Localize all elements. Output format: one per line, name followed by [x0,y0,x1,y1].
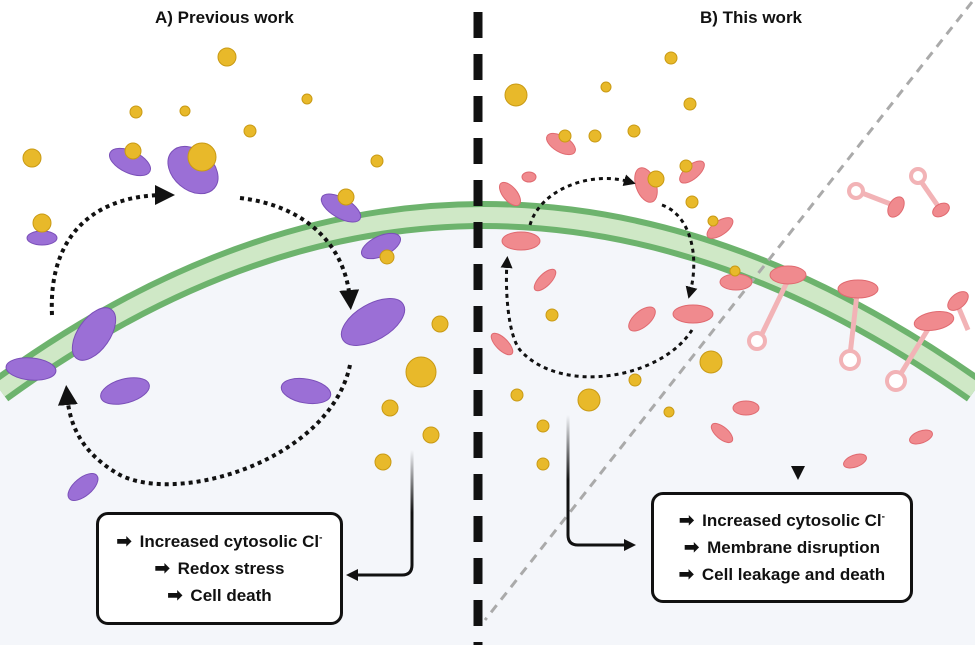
left-panel-title: A) Previous work [155,8,294,27]
anchored-carrier [885,310,955,392]
chloride-ion [536,419,550,433]
right-result-connector [566,415,628,547]
left-result-box: ➡Increased cytosolic Cl- ➡Redox stress ➡… [96,512,343,625]
carrier-pink [672,304,714,324]
chloride-ion [536,457,550,471]
carrier-purple [340,298,406,346]
anchored-carrier [947,291,971,331]
anchored-carriers [747,167,971,392]
left-result-line-1: ➡Increased cytosolic Cl- [116,531,323,551]
left-carriers [5,145,406,501]
right-result-line-2: ➡Membrane disruption [684,537,880,557]
chloride-ion [628,373,642,387]
chloride-ion [577,388,601,412]
carrier-pink [501,231,541,251]
right-carriers [490,132,933,469]
left-result-arrowhead [346,569,358,581]
chloride-ion [381,399,399,417]
chloride-ion [187,142,217,172]
carrier-purple [26,230,58,246]
diagonal-divider [483,1,974,621]
chloride-ion [679,159,693,173]
chloride-ion [301,93,313,105]
carrier-pink [843,453,867,469]
carrier-purple [71,307,117,361]
cycle-arrow [528,174,636,226]
chloride-ion [558,129,572,143]
carrier-pink [490,332,514,356]
carrier-pink [732,400,760,416]
left-result-line-2: ➡Redox stress [154,558,285,578]
chloride-ion [600,81,612,93]
chloride-ion [627,124,641,138]
anchored-carrier [847,182,905,218]
right-result-line-1: ➡Increased cytosolic Cl- [679,510,885,530]
carrier-pink [628,306,656,332]
chloride-ion [22,148,42,168]
anchored-carrier [909,167,950,218]
carrier-purple [280,377,332,405]
carrier-pink [533,268,557,292]
left-result-connector [352,450,414,577]
chloride-ion [588,129,602,143]
cycle-arrow [57,364,352,487]
chloride-ion [685,195,699,209]
chloride-ion [510,388,524,402]
chloride-ion [179,105,191,117]
cell-membrane-inner [0,207,975,397]
carrier-pink [679,160,705,184]
chloride-ion [545,308,559,322]
carrier-pink [710,422,734,444]
chloride-ion [370,154,384,168]
chloride-ion [431,315,449,333]
chloride-ions [22,47,741,471]
disruption-arrowhead [791,466,805,480]
chloride-ion [707,215,719,227]
cycle-arrow [239,196,360,310]
left-result-line-3: ➡Cell death [167,585,272,605]
chloride-ion [32,213,52,233]
chloride-ion [647,170,665,188]
carrier-pink [499,181,521,207]
right-result-box: ➡Increased cytosolic Cl- ➡Membrane disru… [651,492,913,603]
chloride-ion [683,97,697,111]
chloride-ion [374,453,392,471]
cycle-arrow [49,185,175,316]
chloride-ion [422,426,440,444]
chloride-ion [504,83,528,107]
right-arrow-icon: ➡ [154,558,170,578]
right-transport-cycle [500,174,698,379]
chloride-ion [243,124,257,138]
left-transport-cycle [49,185,360,487]
right-arrow-icon: ➡ [678,564,694,584]
right-panel-title: B) This work [700,8,803,27]
chloride-ion [664,51,678,65]
anchored-carrier [837,279,879,371]
chloride-ion [217,47,237,67]
carrier-pink [909,429,933,445]
anchored-carrier [747,265,807,351]
carrier-purple [100,377,150,405]
right-result-arrowhead [624,539,636,551]
right-arrow-icon: ➡ [684,537,700,557]
chloride-ion [124,142,142,160]
right-result-line-3: ➡Cell leakage and death [678,564,886,584]
chloride-ion [337,188,355,206]
right-arrow-icon: ➡ [679,510,695,530]
chloride-ion [405,356,437,388]
chloride-ion [699,350,723,374]
cycle-arrow [661,203,698,299]
chloride-ion [129,105,143,119]
chloride-ion [379,249,395,265]
chloride-ion [729,265,741,277]
right-arrow-icon: ➡ [167,585,183,605]
carrier-purple [5,357,57,381]
right-arrow-icon: ➡ [116,531,132,551]
carrier-pink [521,171,537,183]
chloride-ion [663,406,675,418]
carrier-purple [67,473,99,501]
